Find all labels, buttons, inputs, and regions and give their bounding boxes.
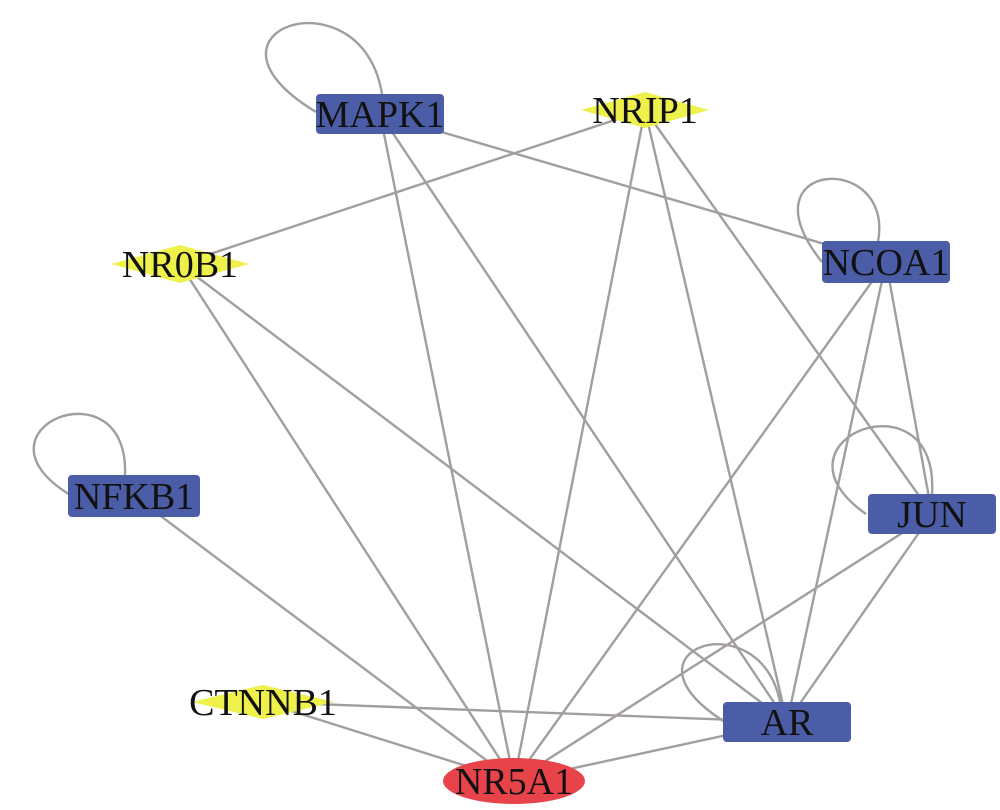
edges	[133, 108, 934, 783]
edge-jun-nr5a1	[513, 512, 933, 783]
node-shape-diamond	[192, 685, 334, 719]
node-mapk1[interactable]: MAPK1	[316, 94, 445, 136]
node-label: NR5A1	[455, 761, 573, 803]
node-shape-diamond	[111, 245, 249, 283]
node-nr0b1[interactable]: NR0B1	[111, 244, 249, 286]
node-shape-rect	[723, 702, 851, 742]
edge-ncoa1-nr5a1	[513, 261, 887, 782]
edge-nrip1-nr5a1	[512, 109, 647, 782]
edge-mapk1-ar	[379, 113, 788, 723]
node-ncoa1[interactable]: NCOA1	[822, 241, 950, 284]
edge-ncoa1-jun	[884, 261, 934, 515]
node-shape-rect	[316, 94, 444, 134]
node-nrip1[interactable]: NRIP1	[581, 90, 709, 132]
node-nfkb1[interactable]: NFKB1	[68, 475, 200, 518]
node-jun[interactable]: JUN	[868, 494, 996, 536]
node-label: CTNNB1	[189, 682, 337, 724]
node-label: NR0B1	[122, 244, 238, 286]
self-loop-ar	[681, 643, 782, 724]
self-loop-nfkb1	[32, 412, 127, 498]
edge-ncoa1-ar	[785, 261, 888, 723]
edge-nrip1-nr0b1	[179, 108, 646, 266]
node-shape-diamond	[581, 92, 709, 128]
edge-nrip1-jun	[644, 109, 933, 515]
edge-nr0b1-ar	[179, 263, 788, 723]
edge-mapk1-ncoa1	[379, 112, 887, 264]
self-loops	[32, 21, 934, 724]
node-label: NCOA1	[823, 242, 950, 284]
self-loop-mapk1	[264, 21, 384, 114]
node-shape-rect	[822, 241, 950, 283]
node-label: NFKB1	[74, 476, 194, 518]
node-label: AR	[761, 702, 814, 744]
self-loop-ncoa1	[796, 177, 881, 263]
edge-nr0b1-nr5a1	[178, 263, 516, 782]
edge-nrip1-ar	[643, 109, 789, 723]
edge-ctnnb1-ar	[262, 700, 788, 724]
node-ar[interactable]: AR	[723, 702, 851, 744]
edge-jun-ar	[786, 513, 933, 723]
node-label: MAPK1	[316, 94, 445, 136]
node-shape-rect	[68, 475, 200, 517]
node-label: NRIP1	[592, 90, 698, 132]
node-shape-ellipse	[443, 758, 585, 804]
node-label: JUN	[897, 494, 967, 536]
node-nr5a1[interactable]: NR5A1	[443, 758, 585, 804]
node-ctnnb1[interactable]: CTNNB1	[189, 682, 337, 724]
edge-nfkb1-nr5a1	[133, 495, 515, 782]
node-shape-rect	[868, 494, 996, 534]
edge-mapk1-nr5a1	[378, 113, 516, 782]
